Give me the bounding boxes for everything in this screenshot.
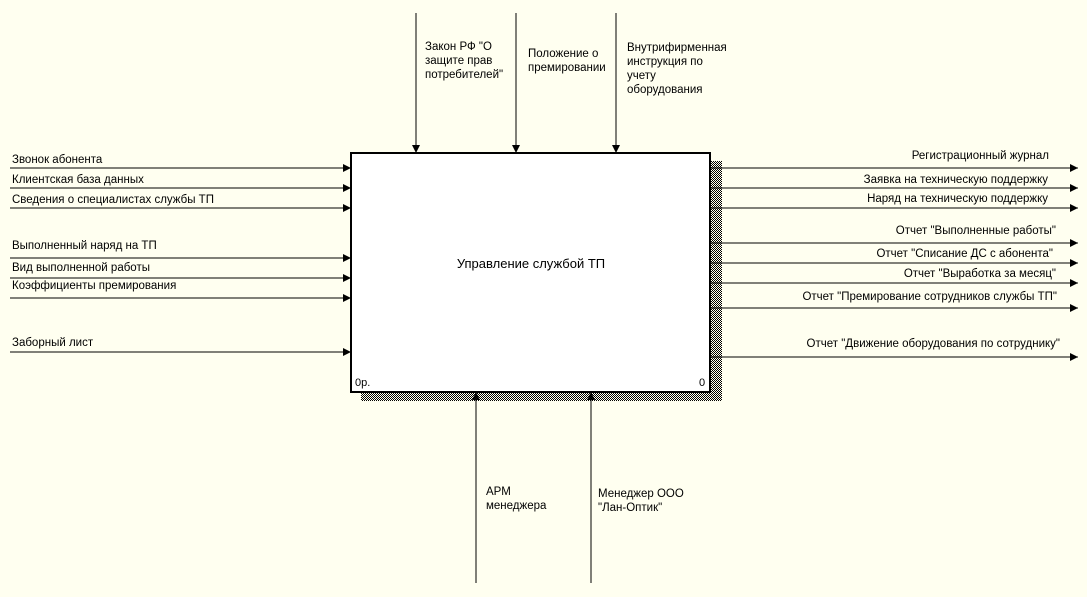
input-label-5: Вид выполненной работы [12,262,150,274]
output-label-4: Отчет "Выполненные работы" [895,225,1056,237]
mechanism-label-2: Менеджер ООО "Лан-Оптик" [598,488,684,514]
mechanism-label-1: АРМ менеджера [486,486,547,512]
input-label-2: Клиентская база данных [12,174,144,186]
activity-box-shadow [710,161,722,401]
output-label-2: Заявка на техническую поддержку [863,174,1048,186]
output-label-7: Отчет "Премирование сотрудников службы Т… [802,291,1057,303]
input-label-7: Заборный лист [12,337,94,349]
output-label-8: Отчет "Движение оборудования по сотрудни… [806,338,1060,350]
output-label-5: Отчет "Списание ДС с абонента" [876,248,1053,260]
output-label-1: Регистрационный журнал [911,150,1049,162]
activity-number: 0 [699,377,706,389]
activity-node-label: 0р. [355,377,371,389]
arrow-group [10,13,1078,583]
input-label-6: Коэффициенты премирования [12,280,177,292]
control-label-3: Внутрифирменная инструкция по учету обор… [627,42,727,96]
activity-title: Управление службой ТП [456,256,606,271]
control-label-2: Положение о премировании [528,48,606,74]
output-label-6: Отчет "Выработка за месяц" [903,268,1056,280]
activity-box[interactable] [350,152,711,393]
activity-box-shadow-bottom [361,392,722,401]
control-label-1: Закон РФ "О защите прав потребителей" [425,41,504,81]
input-label-4: Выполненный наряд на ТП [12,240,157,252]
input-label-1: Звонок абонента [12,154,103,166]
output-label-3: Наряд на техническую поддержку [867,193,1048,205]
input-label-3: Сведения о специалистах службы ТП [12,194,214,206]
